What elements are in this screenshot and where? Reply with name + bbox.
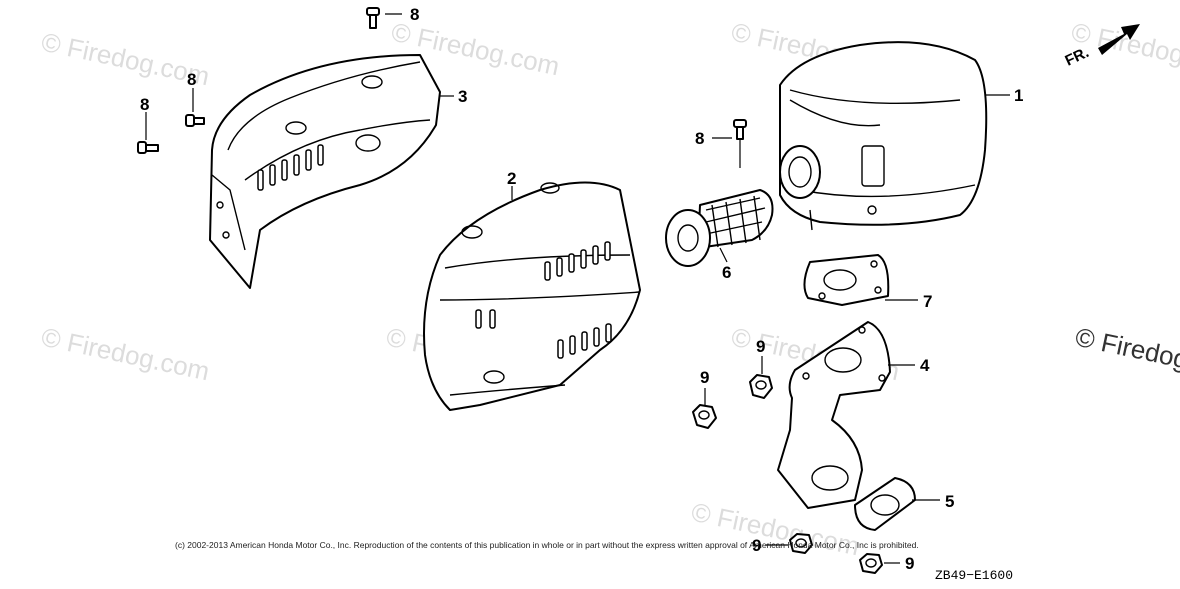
callout-5: 5 (945, 492, 954, 511)
callout-8: 8 (410, 5, 419, 24)
watermark: © Firedog.com (39, 322, 212, 387)
callout-1: 1 (1014, 86, 1023, 105)
watermark: © Firedog.com (689, 497, 862, 562)
part-4-exhaust-pipe[interactable] (777, 321, 891, 509)
callout-3: 3 (458, 87, 467, 106)
callout-8: 8 (187, 70, 196, 89)
vent-slots (257, 144, 324, 191)
bolt-8-muffler[interactable] (733, 119, 747, 140)
part-6-spark-arrester[interactable] (665, 189, 774, 267)
vent-slots (475, 241, 612, 359)
bolt-8-left-upper[interactable] (185, 114, 205, 127)
nut-9-c[interactable] (789, 533, 813, 554)
part-5-gasket[interactable] (854, 477, 916, 531)
callout-7: 7 (923, 292, 932, 311)
callout-9: 9 (700, 368, 709, 387)
callout-4: 4 (920, 356, 930, 375)
diagram-code: ZB49−E1600 (935, 568, 1013, 583)
callout-9: 9 (756, 337, 765, 356)
callout-2: 2 (507, 169, 516, 188)
nut-9-d[interactable] (859, 553, 883, 574)
callout-6: 6 (722, 263, 731, 282)
callout-8: 8 (140, 95, 149, 114)
nut-9-b[interactable] (749, 374, 773, 399)
copyright-notice: (c) 2002-2013 American Honda Motor Co., … (175, 540, 919, 550)
bolt-8-top[interactable] (366, 7, 380, 29)
callout-8: 8 (695, 129, 704, 148)
leader-lines (145, 13, 1010, 564)
nut-9-a[interactable] (692, 404, 717, 429)
direction-arrow-icon (1098, 24, 1140, 55)
callout-9: 9 (752, 536, 761, 555)
part-2-muffler-cover[interactable] (423, 181, 641, 411)
part-7-gasket[interactable] (803, 254, 890, 306)
callout-9: 9 (905, 554, 914, 573)
watermark: © Firedog.com (1073, 322, 1180, 387)
callout-labels: 8 8 8 3 2 1 8 6 7 4 5 9 9 9 9 (140, 5, 1023, 573)
part-1-muffler[interactable] (779, 41, 988, 231)
bolt-8-left-lower[interactable] (137, 141, 159, 154)
part-3-muffler-protector[interactable] (209, 54, 441, 289)
